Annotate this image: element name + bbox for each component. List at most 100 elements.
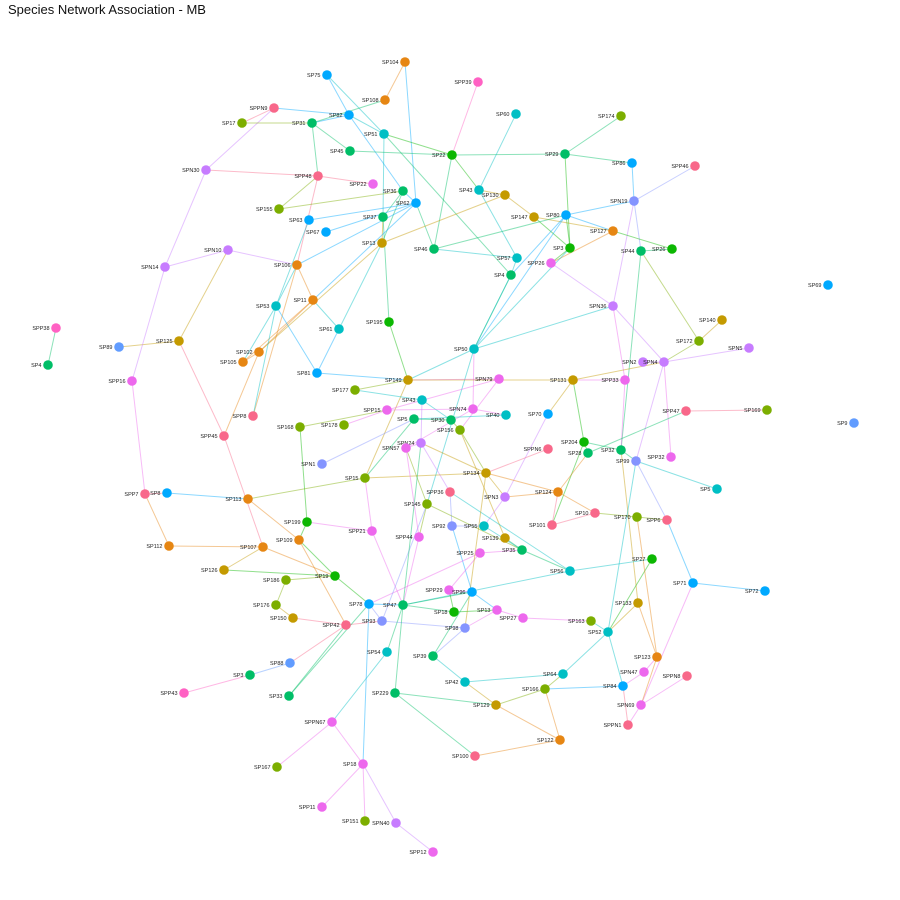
node-spp26: SPP26 [527, 258, 556, 268]
node-label: SP106 [274, 263, 291, 269]
edge [394, 692, 476, 757]
node-dot [398, 186, 408, 196]
node-label: SP32 [601, 448, 614, 454]
node-label: SP60 [496, 112, 509, 118]
node-label: SP166 [522, 687, 539, 693]
edge [637, 602, 658, 658]
node-sp88: SP88 [270, 658, 295, 668]
edge [464, 609, 498, 629]
node-label: SPP32 [647, 455, 664, 461]
edge [247, 498, 300, 541]
node-label: SP107 [240, 545, 257, 551]
node-label: SP9 [837, 421, 847, 427]
node-sp18b: SP18 [343, 759, 368, 769]
node-label: SPP16 [108, 379, 125, 385]
edge [325, 202, 417, 233]
node-dot [428, 651, 438, 661]
node-dot [623, 720, 633, 730]
edge [473, 214, 567, 350]
node-sp45: SP45 [330, 146, 355, 156]
node-label: SP89 [99, 345, 112, 351]
node-label: SP40 [486, 413, 499, 419]
node-sp93: SP93 [362, 616, 387, 626]
edge [569, 558, 653, 572]
node-dot [632, 512, 642, 522]
edge [381, 190, 404, 244]
node-label: SP55 [464, 524, 477, 530]
node-sp3b: SP3 [233, 670, 255, 680]
node-label: SPP7 [124, 492, 138, 498]
node-label: SP125 [156, 339, 173, 345]
edge [343, 409, 388, 426]
edge [321, 763, 364, 808]
node-dot [382, 647, 392, 657]
node-dot [638, 357, 648, 367]
node-sp100: SP100 [452, 751, 480, 761]
node-sp80: SP80 [546, 210, 571, 220]
node-label: SP4 [31, 363, 41, 369]
node-spp45: SPP45 [200, 431, 229, 441]
node-sp26: SP26 [652, 244, 677, 254]
node-dot [429, 244, 439, 254]
node-label: SP88 [270, 661, 283, 667]
edge [386, 408, 474, 411]
node-sp102: SP102 [236, 347, 264, 357]
node-label: SP18 [434, 610, 447, 616]
edge [402, 591, 473, 606]
node-label: SP93 [362, 619, 375, 625]
node-label: SP63 [289, 218, 302, 224]
node-label: SP123 [634, 655, 651, 661]
node-sp108: SP108 [362, 95, 390, 105]
node-label: SP50 [454, 347, 467, 353]
edge [685, 409, 768, 412]
node-sp62: SP62 [396, 198, 421, 208]
edge [395, 822, 434, 853]
node-dot [560, 149, 570, 159]
node-sp5: SP5 [397, 414, 419, 424]
node-label: SP70 [528, 412, 541, 418]
node-dot [470, 751, 480, 761]
edge [448, 552, 481, 591]
node-dot [474, 185, 484, 195]
edge [459, 378, 500, 431]
edge [473, 274, 512, 350]
node-sp32: SP32 [601, 445, 626, 455]
node-sp54: SP54 [367, 647, 392, 657]
node-dot [114, 342, 124, 352]
node-sp70: SP70 [528, 409, 553, 419]
node-spp46: SPP46 [671, 161, 700, 171]
edge [451, 153, 566, 156]
node-label: SP42 [445, 680, 458, 686]
edge [299, 409, 388, 428]
node-label: SP113 [225, 497, 241, 503]
node-label: SP45 [330, 149, 343, 155]
node-dot [652, 652, 662, 662]
node-dot [512, 253, 522, 263]
node-spn79: SPN79 [475, 374, 504, 384]
node-dot [272, 762, 282, 772]
node-sp72: SP72 [745, 586, 770, 596]
node-dot [565, 566, 575, 576]
node-dot [633, 598, 643, 608]
edge [278, 175, 319, 210]
node-sp50: SP50 [454, 344, 479, 354]
node-dot [511, 109, 521, 119]
node-sp129: SP129 [473, 700, 501, 710]
edge [464, 673, 564, 683]
node-label: SP43 [402, 398, 415, 404]
node-dot [416, 438, 426, 448]
edge [472, 348, 475, 410]
node-sp81: SP81 [297, 368, 322, 378]
node-dot [345, 146, 355, 156]
node-label: SP54 [367, 650, 380, 656]
node-label: SPP45 [200, 434, 217, 440]
edge [364, 477, 373, 532]
node-label: SPN74 [449, 407, 466, 413]
edge [633, 200, 642, 252]
edge [223, 546, 264, 571]
node-dot [447, 521, 457, 531]
edge [420, 442, 487, 474]
node-sp140: SP140 [699, 315, 727, 325]
node-spp7: SPP7 [124, 489, 150, 499]
node-label: SP44 [621, 249, 634, 255]
